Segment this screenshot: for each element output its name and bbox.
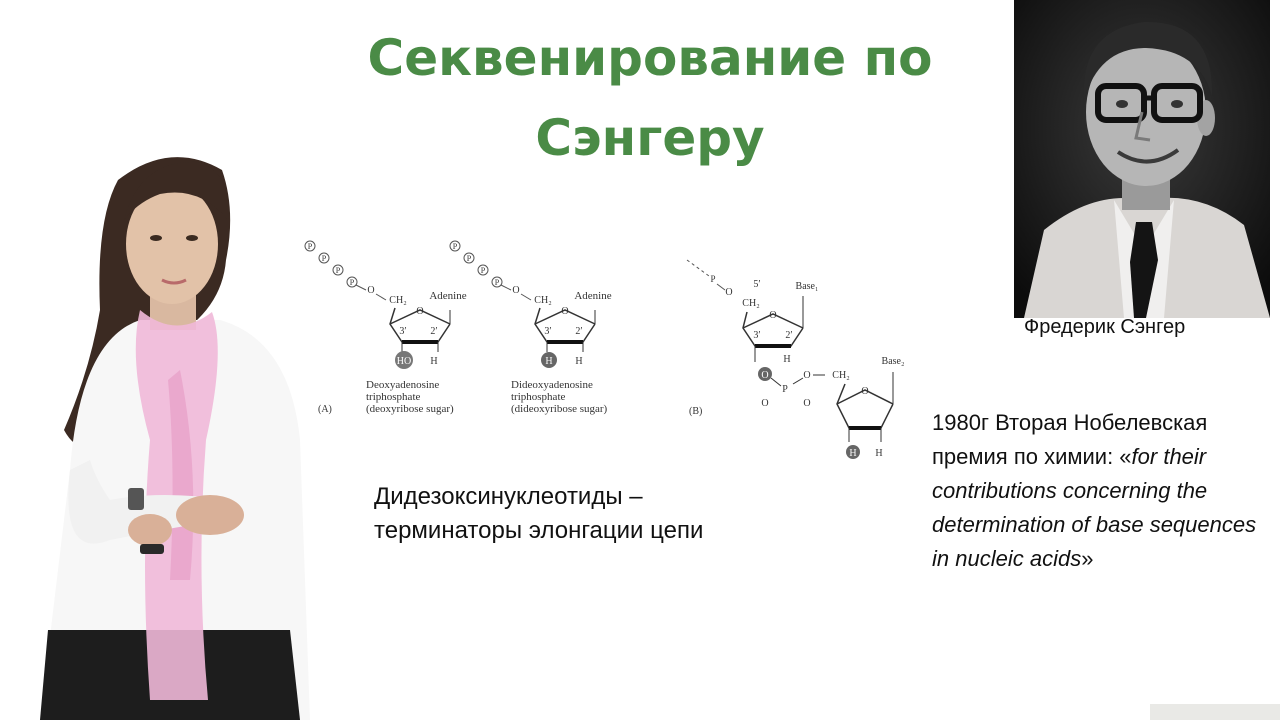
carbon-3-label: 3′ bbox=[544, 326, 551, 337]
linking-oxygen-label: O bbox=[761, 370, 768, 381]
nobel-prize-note: 1980г Вторая Нобелевская премия по химии… bbox=[932, 406, 1272, 576]
portrait-caption: Фредерик Сэнгер bbox=[1024, 316, 1186, 338]
carbon-3-label: 3′ bbox=[753, 330, 760, 341]
carbon-2-label: 2′ bbox=[430, 326, 437, 337]
carbon-2-label: 2′ bbox=[575, 326, 582, 337]
oxygen-label: O bbox=[803, 370, 810, 381]
molecule2-name-line1: Dideoxyadenosine bbox=[511, 379, 593, 391]
presenter-figure bbox=[0, 140, 330, 720]
phosphate-label: P bbox=[481, 266, 486, 275]
ring-oxygen-label: O bbox=[561, 306, 568, 317]
phosphate-label: P bbox=[495, 278, 500, 287]
sanger-portrait-photo bbox=[1014, 0, 1270, 318]
nucleotide-structure-diagram: P P P P O CH₂ Adenine O 3′ 2′ HO H De bbox=[300, 232, 920, 462]
molecule2-name-line2: triphosphate bbox=[511, 391, 565, 403]
nobel-prefix: 1980г Вторая Нобелевская премия по химии… bbox=[932, 410, 1208, 469]
adenine-label: Adenine bbox=[429, 290, 466, 302]
oxygen-label: O bbox=[803, 398, 810, 409]
phosphate-label: P bbox=[308, 242, 313, 251]
slide-title-line1: Секвенирование по bbox=[367, 29, 933, 87]
ring-oxygen-label: O bbox=[769, 310, 776, 321]
corner-fragment bbox=[1150, 704, 1280, 720]
nobel-quote: for their contributions concerning the d… bbox=[932, 444, 1257, 571]
portrait-drawing bbox=[1014, 0, 1270, 318]
slide-title-line2: Сэнгеру bbox=[535, 109, 765, 167]
ring-oxygen-label: O bbox=[416, 306, 423, 317]
phosphate-label: P bbox=[467, 254, 472, 263]
ring-oxygen-label: O bbox=[861, 386, 868, 397]
phosphate-label: P bbox=[782, 384, 788, 395]
nobel-suffix: » bbox=[1081, 546, 1094, 571]
base1-label: Base₁ bbox=[796, 281, 819, 292]
hydrogen-label: H bbox=[430, 356, 437, 367]
panel-a-label: (A) bbox=[318, 404, 332, 415]
oxygen-label: O bbox=[512, 285, 519, 296]
ch2-label: CH₂ bbox=[389, 295, 406, 306]
panel-b-label: (B) bbox=[689, 406, 702, 417]
terminators-note-line2: терминаторы элонгации цепи bbox=[374, 517, 704, 544]
phosphate-label: P bbox=[710, 274, 715, 284]
hydrogen-label: H bbox=[849, 448, 856, 459]
molecule1-name-line1: Deoxyadenosine bbox=[366, 379, 439, 391]
adenine-label: Adenine bbox=[574, 290, 611, 302]
dideoxyadenosine-triphosphate-structure: P P P P O CH₂ Adenine O 3′ 2′ H H Dideox… bbox=[449, 240, 612, 415]
oxygen-label: O bbox=[725, 287, 732, 298]
ch2-label: CH₂ bbox=[742, 298, 759, 309]
carbon-5-label: 5′ bbox=[753, 279, 760, 290]
molecule1-name-line2: triphosphate bbox=[366, 391, 420, 403]
base2-label: Base₂ bbox=[882, 356, 905, 367]
slide-title: Секвенирование по Сэнгеру bbox=[340, 18, 960, 178]
hydrogen-label: H bbox=[783, 354, 790, 365]
hydrogen-label: H bbox=[575, 356, 582, 367]
deoxyadenosine-triphosphate-structure: P P P P O CH₂ Adenine O 3′ 2′ HO H De bbox=[304, 240, 467, 415]
molecule2-name-line3: (dideoxyribose sugar) bbox=[511, 403, 608, 415]
oxygen-label: O bbox=[367, 285, 374, 296]
terminators-note-line1: Дидезоксинуклеотиды – bbox=[374, 483, 643, 510]
phosphate-label: P bbox=[336, 266, 341, 275]
carbon-3-label: 3′ bbox=[399, 326, 406, 337]
hydrogen-label: H bbox=[875, 448, 882, 459]
phosphate-label: P bbox=[453, 242, 458, 251]
carbon-2-label: 2′ bbox=[785, 330, 792, 341]
terminators-note: Дидезоксинуклеотиды – терминаторы элонга… bbox=[374, 480, 703, 548]
phosphate-label: P bbox=[350, 278, 355, 287]
phosphate-label: P bbox=[322, 254, 327, 263]
hydroxyl-label: HO bbox=[397, 356, 411, 367]
oxygen-label: O bbox=[761, 398, 768, 409]
hydrogen-label: H bbox=[545, 356, 552, 367]
chain-termination-structure: P O 5′ CH₂ Base₁ O 3′ 2′ H O P O O O CH₂ bbox=[686, 259, 905, 459]
ch2-label: CH₂ bbox=[832, 370, 849, 381]
ch2-label: CH₂ bbox=[534, 295, 551, 306]
molecule1-name-line3: (deoxyribose sugar) bbox=[366, 403, 454, 415]
